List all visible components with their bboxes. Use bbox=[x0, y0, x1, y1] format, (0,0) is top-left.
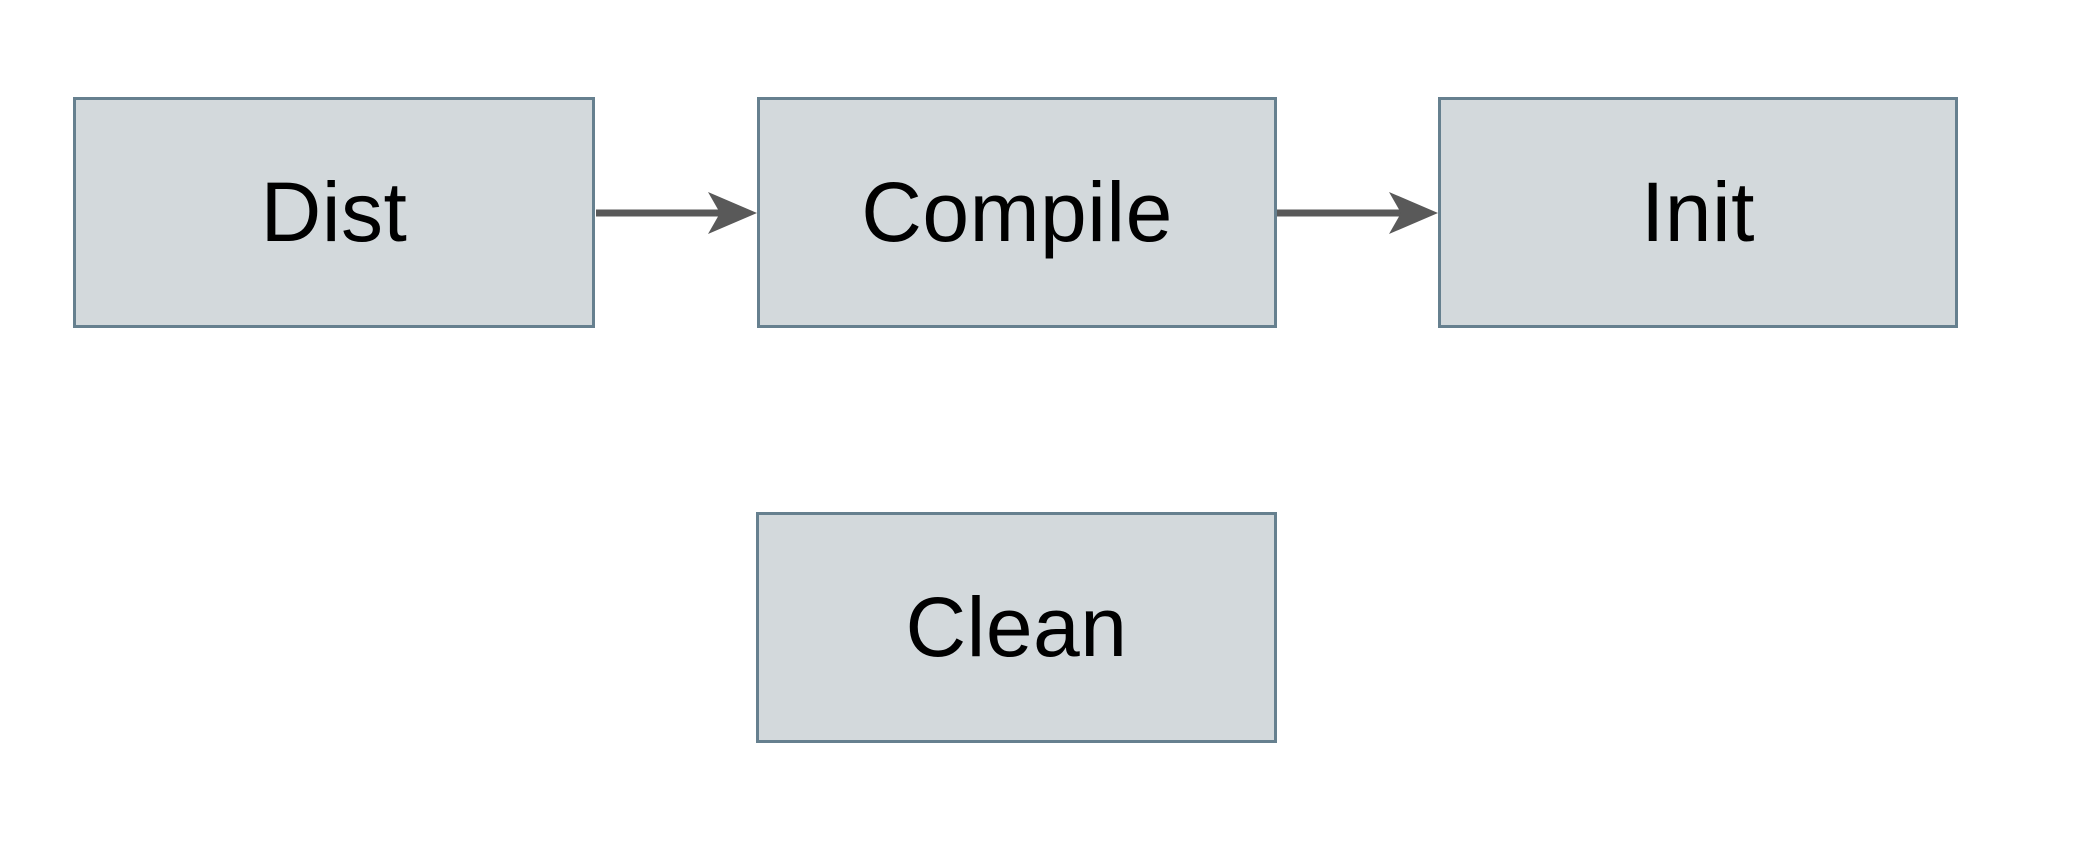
node-init-label: Init bbox=[1640, 165, 1756, 259]
arrow-compile-to-init bbox=[1277, 192, 1438, 234]
node-compile[interactable]: Compile bbox=[757, 97, 1277, 328]
node-dist-label: Dist bbox=[260, 165, 408, 259]
arrow-dist-to-compile bbox=[596, 192, 757, 234]
node-init[interactable]: Init bbox=[1438, 97, 1958, 328]
node-dist[interactable]: Dist bbox=[73, 97, 595, 328]
node-compile-label: Compile bbox=[861, 165, 1173, 259]
node-clean[interactable]: Clean bbox=[756, 512, 1277, 743]
node-clean-label: Clean bbox=[905, 580, 1128, 674]
